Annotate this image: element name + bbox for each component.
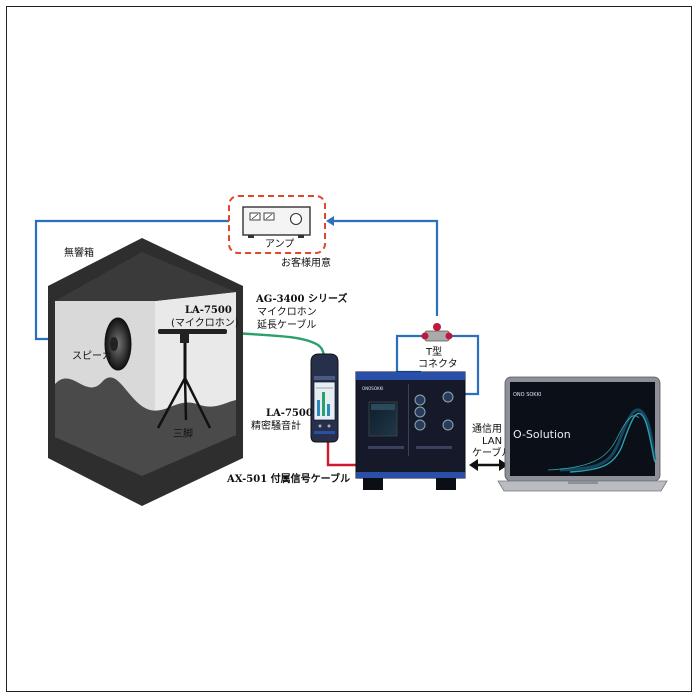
device-foot-right: [436, 478, 456, 490]
amp-foot-left: [248, 235, 254, 238]
mic-name-label: (マイクロホン): [171, 317, 239, 329]
amp-foot-right: [298, 235, 304, 238]
meter-model-label: LA-7500: [266, 408, 313, 419]
tripod-label: 三脚: [173, 427, 193, 440]
laptop-wave-back: [559, 408, 657, 472]
mic-model-label: LA-7500: [185, 305, 232, 316]
laptop: ONO SOKKI O-Solution: [497, 376, 668, 492]
laptop-wave-accent: [547, 415, 640, 471]
laptop-brand: ONO SOKKI: [513, 392, 541, 398]
ax-501-device: ONOSOKKI AX-501 付属信号ケーブル: [226, 371, 466, 490]
t-connector-label-line1: T型: [425, 345, 442, 358]
anechoic-box: 無響箱: [48, 238, 243, 506]
sound-level-meter: LA-7500 精密騒音計: [251, 353, 339, 443]
laptop-app-title: O-Solution: [513, 428, 571, 441]
ext-cable-label-line1: マイクロホン: [257, 306, 317, 318]
customer-provided-dashed-box: [228, 195, 326, 254]
t-connector-port-left: [421, 332, 429, 340]
microphone: [158, 329, 227, 334]
amp-needle-right: [265, 213, 273, 220]
speaker: スピーカ: [72, 317, 132, 371]
device-label-strip2: [416, 446, 452, 449]
t-connector-port-right: [445, 332, 453, 340]
amp-knob: [289, 212, 303, 226]
tripod-leg-back: [183, 377, 188, 421]
meter-brand-strip: [314, 376, 335, 380]
amp-needle-left: [251, 213, 259, 220]
laptop-wave-front: [569, 412, 656, 473]
device-bnc-aux: [414, 419, 426, 431]
anechoic-box-inner-top: [55, 252, 236, 301]
laptop-base-notch: [568, 481, 598, 484]
device-label-strip: [368, 446, 404, 449]
meter-button-left: [318, 424, 322, 428]
anechoic-foam-wave: [55, 377, 236, 476]
t-connector-body: [424, 330, 450, 342]
laptop-base: [497, 480, 668, 492]
meter-accent: [314, 431, 335, 434]
anechoic-box-label: 無響箱: [64, 246, 94, 259]
device-screen-glare: [371, 404, 395, 410]
mic-holder: [180, 331, 189, 343]
device-brand: ONOSOKKI: [362, 386, 383, 391]
device-top-band: [356, 372, 465, 380]
amp-group: アンプ お客様用意: [228, 195, 331, 269]
meter-button-right: [327, 424, 331, 428]
tconn-to-amp-cable: [334, 219, 439, 316]
lan-arrow-right-head: [499, 459, 508, 471]
t-connector-port-top: [433, 323, 441, 331]
lan-label-line2: LAN: [482, 436, 502, 447]
device-bnc-output: [442, 391, 454, 403]
signal-cable-label: AX-501 付属信号ケーブル: [226, 472, 350, 485]
tripod-with-microphone: 三脚: [156, 329, 227, 440]
lan-arrow-left-head: [469, 459, 478, 471]
lan-label-line1: 通信用: [472, 423, 502, 435]
lan-label-line3: ケーブル: [472, 446, 511, 459]
customer-provided-label: お客様用意: [281, 256, 331, 269]
ext-cable-model-label: AG-3400 シリーズ: [255, 292, 347, 305]
device-bnc-aux2: [442, 419, 454, 431]
image-frame: [6, 6, 692, 692]
device-bottom-accent: [356, 472, 465, 478]
tripod-leg-right: [183, 377, 212, 429]
meter-screen-bar2: [322, 392, 325, 416]
device-foot-left: [363, 478, 383, 490]
t-connector: T型 コネクタ: [418, 323, 458, 370]
amp-label: アンプ: [265, 238, 294, 250]
t-connector-label-line2: コネクタ: [418, 358, 458, 370]
device-bnc-input: [414, 394, 426, 406]
tripod-leg-left: [156, 377, 187, 429]
amp-arrowhead: [326, 216, 334, 226]
speaker-center: [110, 337, 118, 351]
speaker-label: スピーカ: [72, 350, 112, 362]
meter-screen-bar3: [327, 404, 330, 416]
meter-name-label: 精密騒音計: [251, 419, 301, 432]
device-bnc-signal: [414, 406, 426, 418]
meter-screen-bar1: [317, 400, 320, 416]
device-panel-divider: [408, 384, 409, 456]
ext-cable-label-line2: 延長ケーブル: [257, 318, 316, 331]
laptop-screen: [510, 382, 655, 476]
